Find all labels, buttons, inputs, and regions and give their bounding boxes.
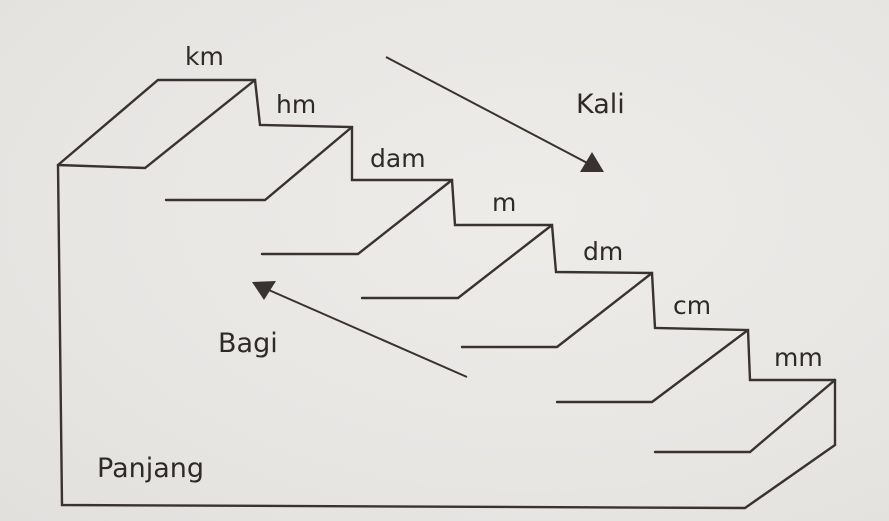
diagram-title: Panjang (97, 453, 205, 484)
staircase-profile (56, 78, 837, 382)
staircase-outline (56, 163, 837, 510)
step-mm (653, 378, 837, 454)
step-hm (164, 125, 354, 202)
step-m (360, 223, 554, 300)
divide-arrow-icon (252, 281, 468, 378)
unit-label-dm: dm (583, 237, 624, 266)
step-dam (260, 178, 454, 256)
unit-label-cm: cm (673, 291, 712, 320)
unit-label-km: km (185, 42, 224, 71)
divide-label: Bagi (218, 328, 278, 359)
unit-label-hm: hm (276, 90, 317, 119)
unit-label-mm: mm (774, 343, 823, 372)
unit-label-m: m (492, 188, 517, 217)
step-cm (555, 328, 750, 404)
step-km (56, 78, 257, 170)
multiply-arrow-icon (385, 56, 604, 172)
multiply-label: Kali (576, 89, 625, 120)
unit-label-dam: dam (370, 144, 426, 173)
step-dm (460, 271, 654, 349)
